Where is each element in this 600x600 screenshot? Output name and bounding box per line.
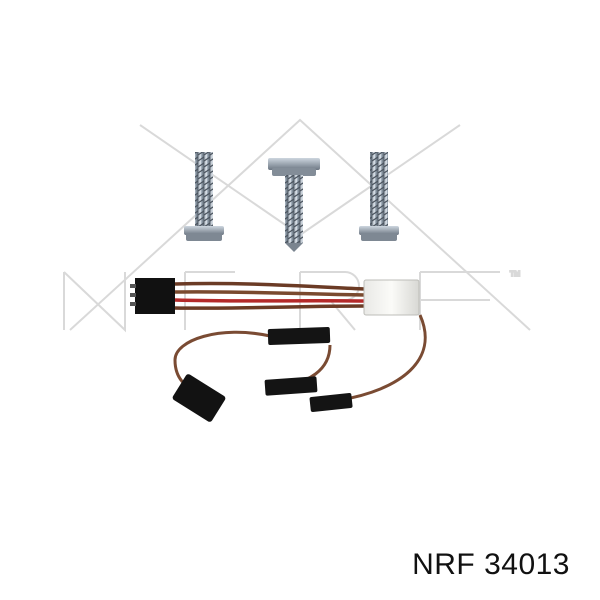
connector-right (309, 393, 353, 412)
white-plug (363, 279, 420, 316)
connector-middle (264, 376, 318, 396)
screw-left (184, 152, 224, 241)
connector-left (172, 374, 226, 422)
screw-middle (268, 158, 320, 252)
screw-right (359, 152, 399, 241)
product-code-caption: NRF 34013 (412, 548, 570, 581)
black-connector (135, 278, 175, 314)
watermark-tm: TM (510, 271, 520, 278)
connector-top (267, 326, 331, 346)
wiring-harness (130, 278, 427, 422)
